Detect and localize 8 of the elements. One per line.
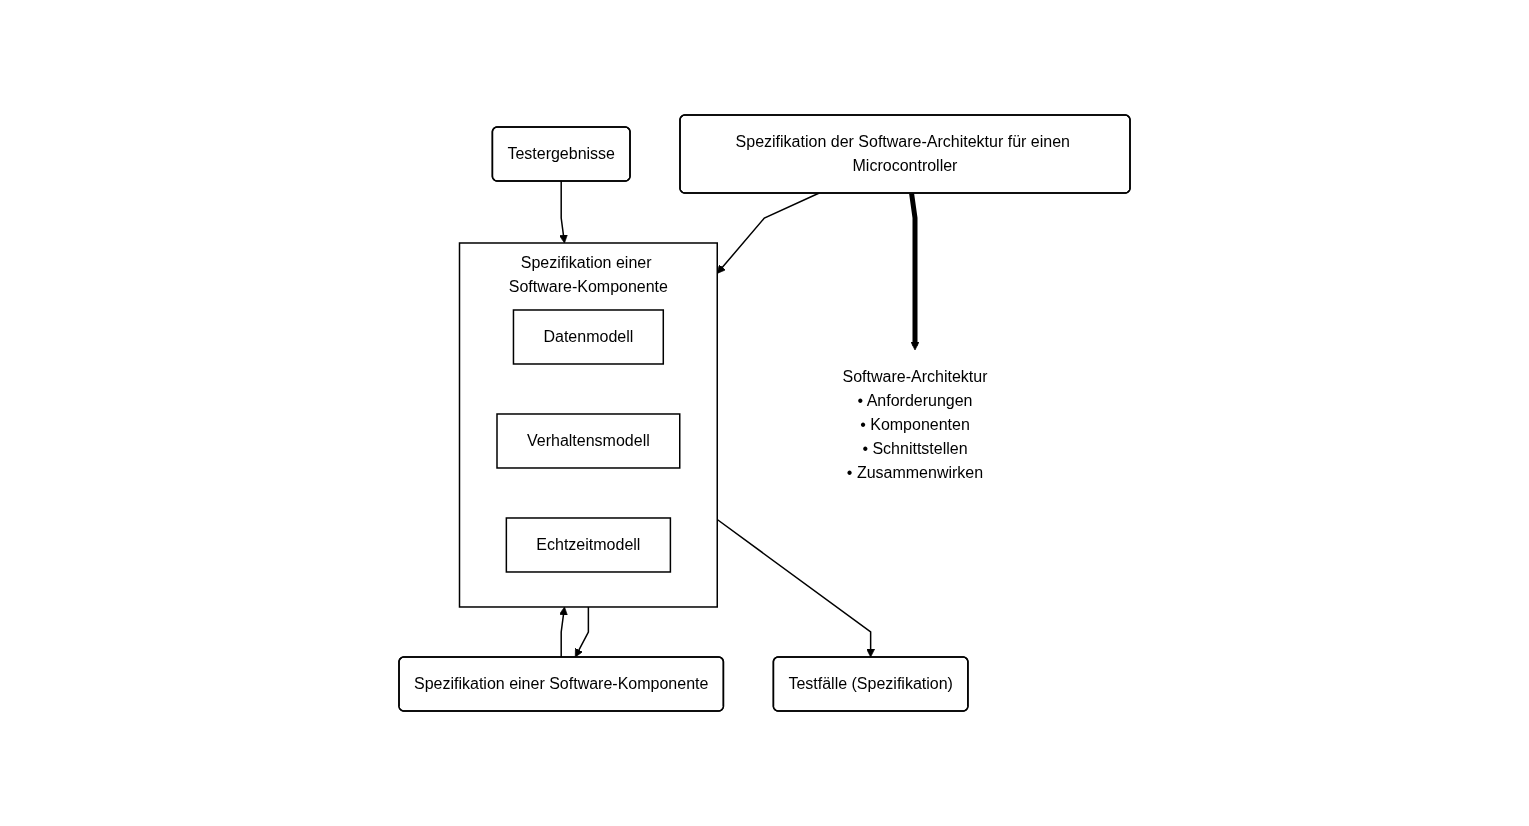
node-box: Echtzeitmodell xyxy=(505,517,672,573)
node-box: Verhaltensmodell xyxy=(496,413,681,469)
node-text: Software-Architektur • Anforderungen • Komponenten • Schnittstellen • Zusammenwirken xyxy=(842,367,988,481)
arrow xyxy=(909,193,920,351)
node-box: Datenmodell xyxy=(512,309,665,365)
arrow xyxy=(559,606,568,658)
arrow xyxy=(574,606,590,658)
arrow xyxy=(559,180,568,244)
